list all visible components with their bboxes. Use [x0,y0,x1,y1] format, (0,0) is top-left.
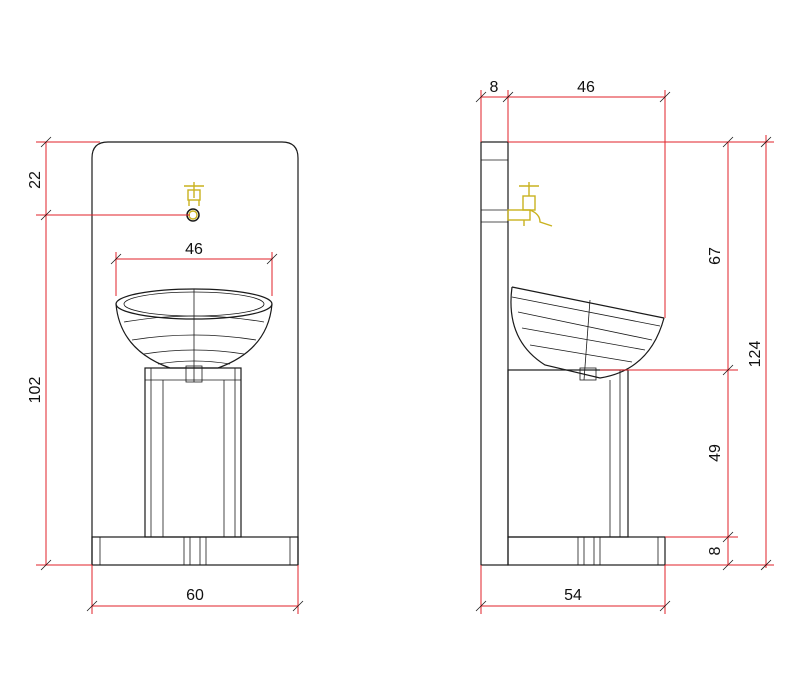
dim-top-to-basin: 67 [707,247,724,265]
front-view: 22 102 46 60 [27,136,304,614]
front-back-panel [91,141,299,565]
side-base [507,536,666,566]
front-dimension-lines [36,136,304,614]
dim-top-to-tap: 22 [27,171,44,189]
front-pedestal [144,367,242,538]
side-basin [510,286,665,381]
side-tap-icon [507,182,553,227]
front-base [91,536,299,566]
side-back-panel [480,141,509,566]
side-view: 8 46 67 124 49 8 54 [475,79,774,614]
front-basin [115,288,273,383]
dim-panel-depth: 8 [490,79,499,96]
side-dimension-lines [475,90,774,614]
dim-total-height: 124 [747,341,764,368]
dim-basin-to-base: 49 [707,444,724,462]
dim-tap-to-floor: 102 [27,377,44,404]
dim-total-depth: 54 [564,587,582,604]
dim-front-basin-width: 46 [185,241,203,258]
dim-side-basin-depth: 46 [577,79,595,96]
side-pedestal [507,369,629,538]
dim-total-width: 60 [186,587,204,604]
dim-base-height: 8 [707,546,724,555]
